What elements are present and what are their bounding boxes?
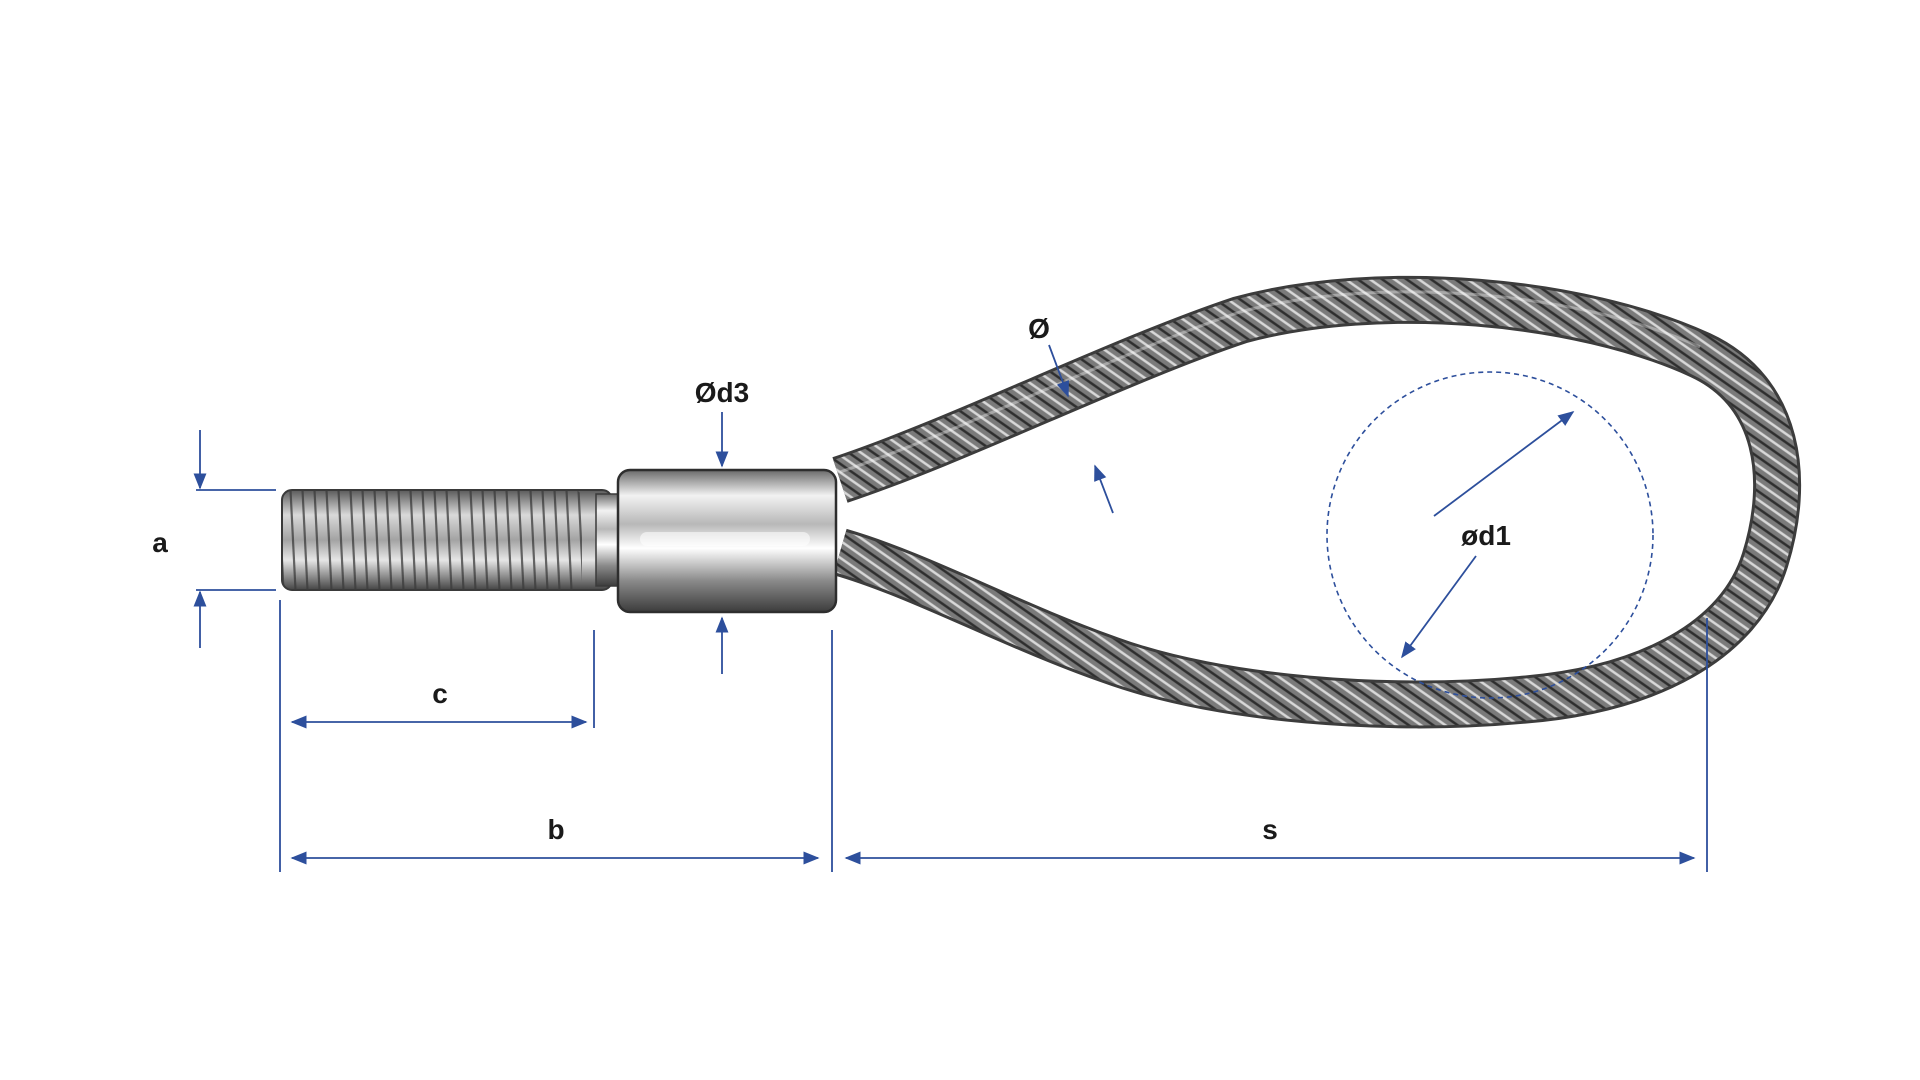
thread-neck bbox=[595, 493, 621, 587]
dim-d1-arrow-upper bbox=[1433, 411, 1575, 517]
rope-highlight bbox=[839, 290, 1701, 474]
label-c: c bbox=[432, 678, 448, 709]
label-s: s bbox=[1262, 814, 1278, 845]
dim-rope-arrow-bottom bbox=[1094, 464, 1114, 514]
label-b: b bbox=[547, 814, 564, 845]
label-rope-diameter: Ø bbox=[1028, 313, 1050, 344]
dim-d1-arrow-lower bbox=[1401, 555, 1477, 659]
rope-outline bbox=[832, 275, 1802, 729]
dimension-lines bbox=[193, 344, 1708, 872]
thread-grooves bbox=[282, 490, 582, 590]
label-d1: ød1 bbox=[1461, 520, 1511, 551]
wire-rope-loop bbox=[832, 275, 1802, 729]
label-d3: Ød3 bbox=[695, 377, 749, 408]
label-a: a bbox=[152, 527, 168, 558]
press-sleeve bbox=[616, 468, 838, 614]
dim-rope-arrow-top bbox=[1048, 344, 1069, 398]
inner-eye-circle bbox=[1326, 371, 1654, 699]
sleeve-reflection bbox=[640, 532, 810, 546]
rope-strands bbox=[833, 278, 1799, 726]
threaded-stud bbox=[281, 489, 621, 591]
